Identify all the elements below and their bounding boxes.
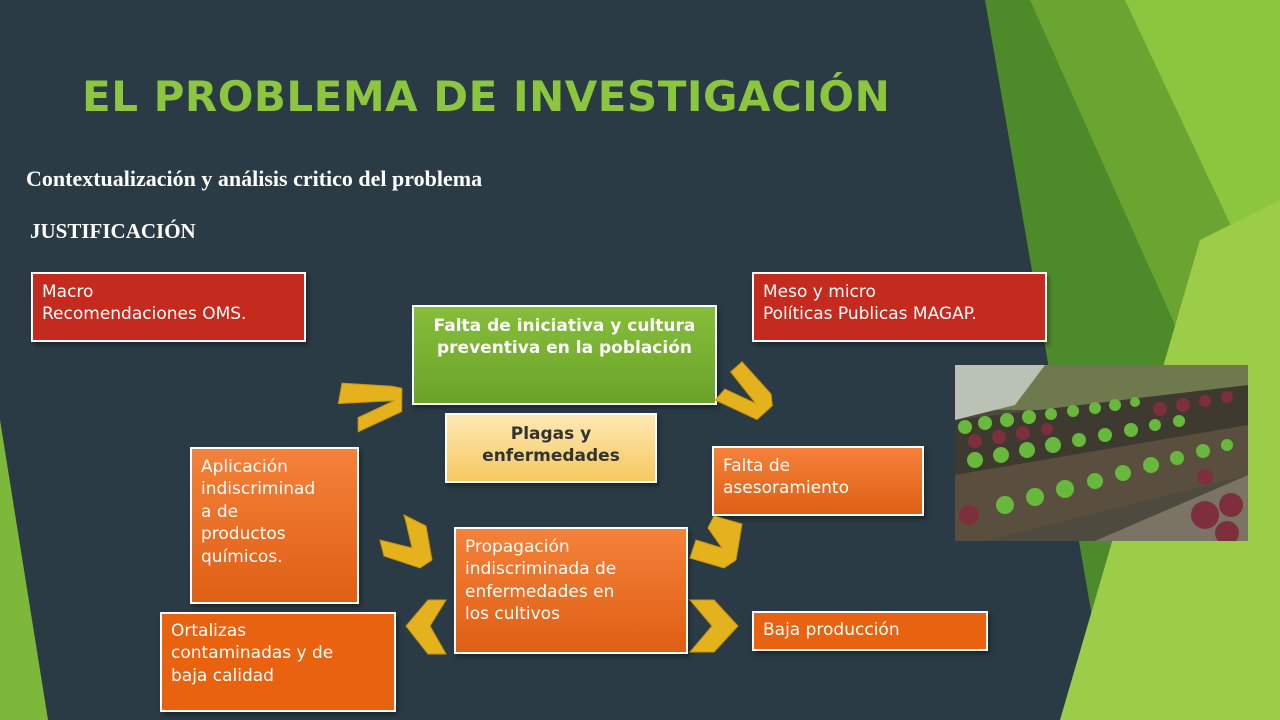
effect-left-box: Ortalizas contaminadas y de baja calidad xyxy=(160,612,396,712)
section-label: JUSTIFICACIÓN xyxy=(30,219,196,243)
cause-right-box: Falta de asesoramiento xyxy=(712,446,924,516)
effect-right-box: Baja producción xyxy=(752,611,988,651)
central-problem-box: Falta de iniciativa y cultura preventiva… xyxy=(412,305,717,405)
slide-title: EL PROBLEMA DE INVESTIGACIÓN xyxy=(82,72,891,121)
bg-left-green-shape xyxy=(0,420,48,720)
slide-subtitle: Contextualización y análisis critico del… xyxy=(26,166,483,191)
lettuce-field-photo xyxy=(955,365,1248,541)
meso-micro-box: Meso y micro Políticas Publicas MAGAP. xyxy=(752,272,1047,342)
propagation-box: Propagación indiscriminada de enfermedad… xyxy=(454,527,688,654)
macro-box: Macro Recomendaciones OMS. xyxy=(31,272,306,342)
cause-left-box: Aplicación indiscriminad a de productos … xyxy=(190,447,359,604)
core-issue-box: Plagas y enfermedades xyxy=(445,413,657,483)
